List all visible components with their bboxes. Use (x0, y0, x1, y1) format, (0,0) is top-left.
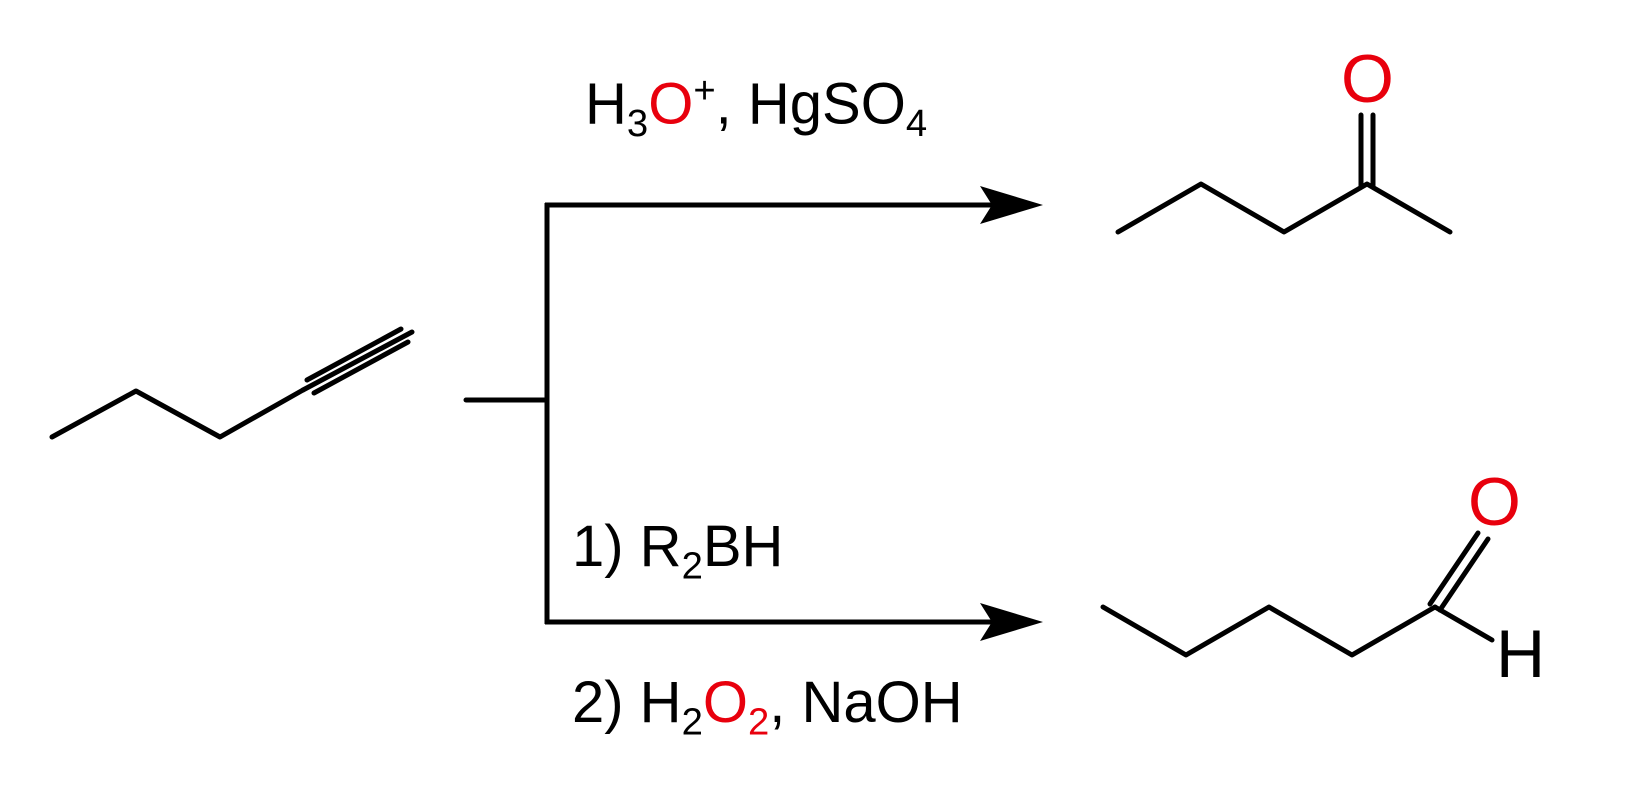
formula-part-oxygen: O (702, 670, 748, 735)
top-reaction-arrow (545, 186, 1043, 224)
formula-part: , HgSO (715, 71, 906, 137)
top-reagents-label: H3O+, HgSO4 (585, 69, 928, 145)
aldehyde-ch-bond (1432, 604, 1495, 643)
ketone-molecule (1115, 112, 1453, 235)
triple-bond-upper-line (304, 326, 404, 383)
formula-part: H (585, 71, 627, 137)
formula-subscript: 4 (905, 101, 928, 145)
branch-stem (463, 203, 550, 624)
formula-part: 1) R (572, 514, 682, 579)
aldehyde-hydrogen-label: H (1496, 616, 1546, 692)
formula-superscript: + (693, 69, 716, 112)
formula-subscript-oxygen: 2 (748, 700, 770, 744)
bottom-reaction-arrow (545, 603, 1043, 641)
formula-part: 2) H (572, 670, 682, 735)
ketone-chain-bond (1115, 181, 1453, 235)
triple-bond-center-line (300, 329, 415, 393)
bottom-arrow-head-icon (980, 603, 1043, 641)
formula-subscript: 2 (681, 544, 703, 588)
aldehyde-molecule (1100, 530, 1495, 658)
formula-part: BH (702, 514, 784, 579)
ketone-oxygen-label: O (1341, 41, 1394, 117)
formula-subscript: 2 (681, 700, 703, 744)
aldehyde-chain-bond (1100, 604, 1438, 658)
bottom-step2-label: 2) H2O2, NaOH (572, 674, 963, 742)
aldehyde-carbonyl-double-bond-right (1437, 536, 1491, 613)
aldehyde-carbonyl-double-bond-left (1427, 530, 1481, 607)
bottom-step1-label: 1) R2BH (572, 518, 783, 586)
alkyne-chain-bond (49, 387, 306, 440)
formula-part-oxygen: O (648, 71, 694, 137)
formula-part: , NaOH (769, 670, 963, 735)
triple-bond-lower-line (311, 339, 411, 396)
formula-subscript: 3 (626, 101, 649, 145)
top-arrow-head-icon (980, 186, 1043, 224)
aldehyde-oxygen-label: O (1468, 464, 1521, 540)
alkyne-molecule (49, 326, 415, 440)
